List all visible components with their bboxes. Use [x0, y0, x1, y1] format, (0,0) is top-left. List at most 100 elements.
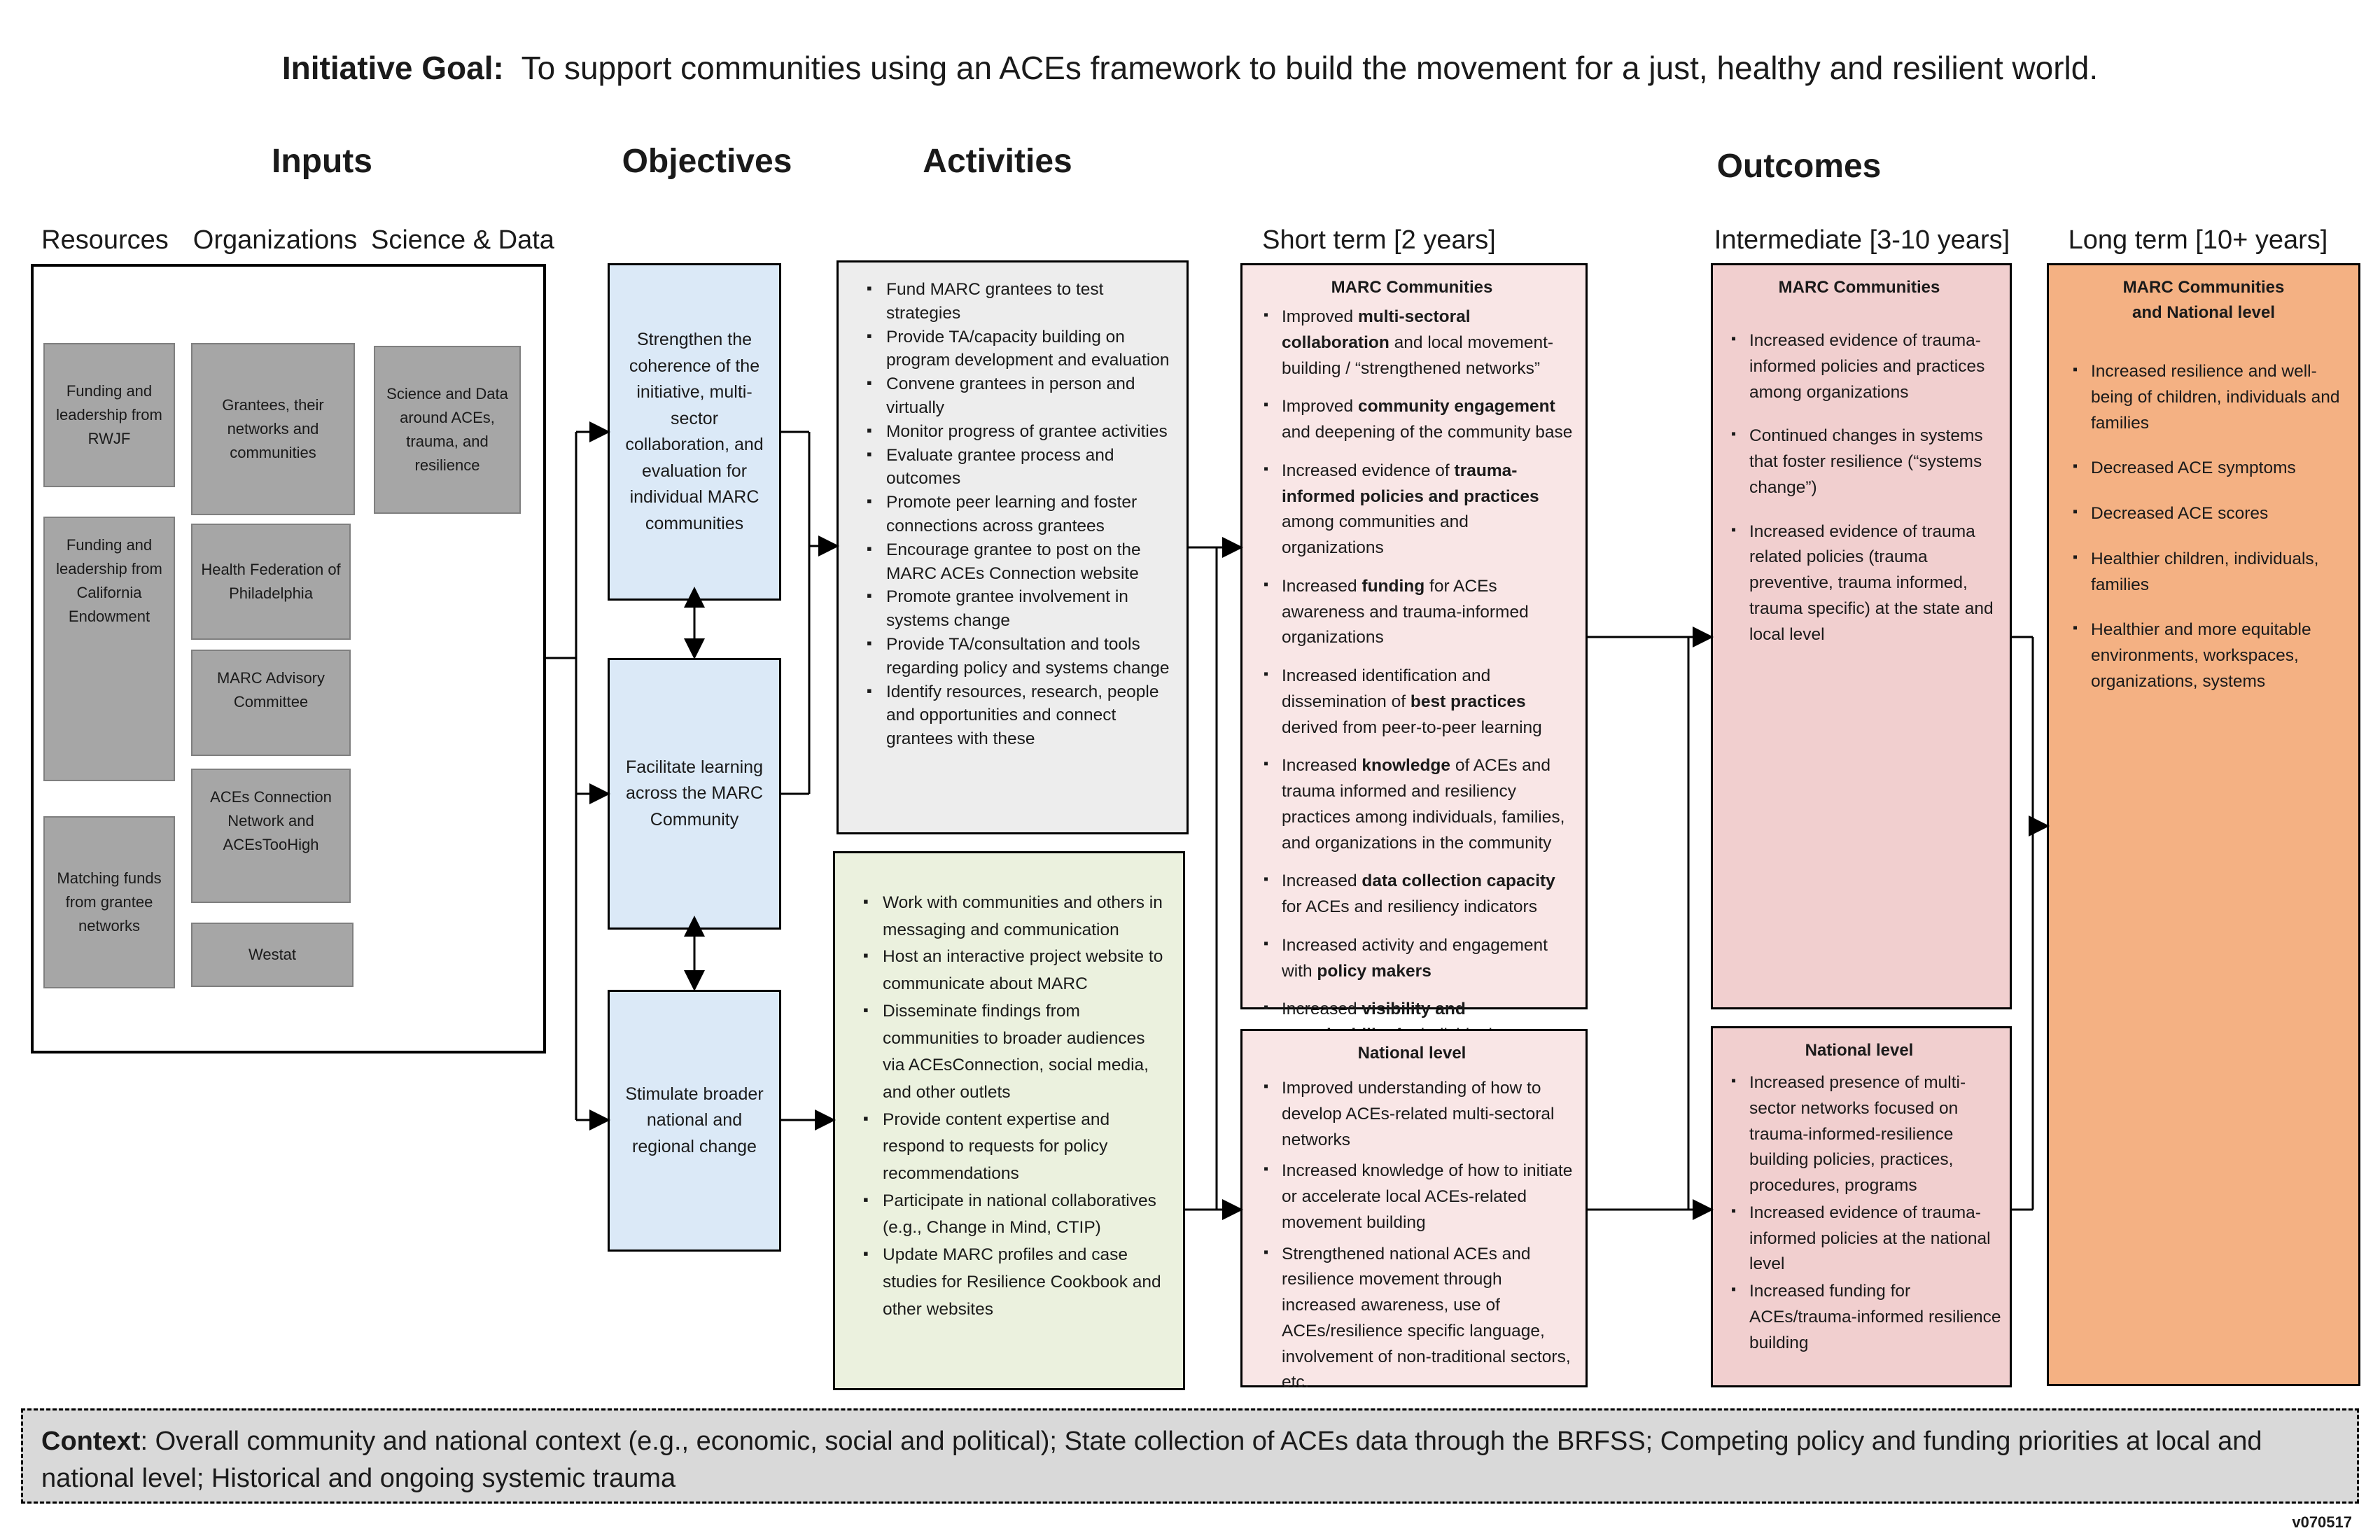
objective-facilitate-learning: Facilitate learning across the MARC Comm… — [608, 658, 781, 930]
short-term-header: Short term [2 years] — [1262, 225, 1496, 255]
bullet-icon: ▪ — [2073, 549, 2078, 565]
outcome-emphasis: community engagement — [1357, 397, 1555, 416]
intermediate-national-outcome: ▪ Increased funding for ACEs/trauma-infor… — [1717, 1279, 2001, 1356]
outcome-text: Continued changes in systems that foster… — [1749, 426, 1983, 497]
short-term-marc-outcome: ▪ Increased identification and disseminat… — [1250, 664, 1574, 741]
objectives-header: Objectives — [622, 143, 792, 180]
outcome-text: Improved — [1282, 307, 1358, 326]
input-organization: Health Federation of Philadelphia — [191, 524, 351, 640]
bullet-icon: ▪ — [1264, 1079, 1269, 1094]
activity-item: Monitor progress of grantee activities — [867, 420, 1172, 444]
outcome-text: Increased funding for ACEs/trauma-inform… — [1749, 1282, 2001, 1352]
outcome-text: Increased evidence of trauma related pol… — [1749, 522, 1994, 644]
bullet-icon: ▪ — [1264, 1244, 1269, 1260]
short-term-national-outcome: ▪ Increased knowledge of how to initiate … — [1250, 1158, 1574, 1236]
intermediate-marc-outcome: ▪ Increased evidence of trauma related po… — [1717, 519, 2001, 648]
activity-item: Convene grantees in person and virtually — [867, 372, 1172, 420]
outcome-emphasis: multi-sectoral collaboration — [1282, 307, 1471, 352]
outcome-text: and deepening of the community base — [1282, 423, 1573, 442]
outcome-text: Increased — [1282, 1000, 1362, 1019]
outcomes-header: Outcomes — [1716, 148, 1882, 185]
intermediate-national-list: ▪Increased presence of multi-sector netw… — [1717, 1070, 2001, 1356]
bullet-icon: ▪ — [1264, 666, 1269, 682]
bullet-icon: ▪ — [1731, 1282, 1737, 1297]
activity-item: Provide content expertise and respond to… — [863, 1107, 1169, 1188]
activity-item: Provide TA/consultation and tools regard… — [867, 633, 1172, 680]
organizations-header: Organizations — [192, 225, 358, 255]
outcome-emphasis: best practices — [1410, 692, 1526, 711]
outcome-text: Increased — [1282, 576, 1362, 596]
activity-item: Identify resources, research, people and… — [867, 680, 1172, 751]
outcome-text: Increased activity and engagement with — [1282, 935, 1548, 981]
bullet-icon: ▪ — [1731, 331, 1737, 346]
outcome-text: Increased knowledge of how to initiate o… — [1282, 1161, 1573, 1232]
short-term-marc-outcome: ▪Increased activity and engagement with … — [1250, 933, 1574, 985]
outcome-emphasis: policy makers — [1317, 961, 1432, 981]
long-term-outcome: ▪Decreased ACE scores — [2059, 501, 2348, 527]
activity-item: Work with communities and others in mess… — [863, 890, 1169, 944]
outcome-text: Increased evidence of — [1282, 461, 1455, 480]
initiative-goal: Initiative Goal: To support communities … — [0, 49, 2380, 87]
activity-item: Encourage grantee to post on the MARC AC… — [867, 538, 1172, 586]
outcome-text: Increased identification and disseminati… — [1282, 666, 1491, 711]
outcome-emphasis: knowledge — [1362, 756, 1451, 776]
outcome-text: of ACEs and trauma informed and resilien… — [1282, 756, 1565, 853]
objective-stimulate-change: Stimulate broader national and regional … — [608, 990, 781, 1252]
bullet-icon: ▪ — [2073, 504, 2078, 519]
short-term-marc-outcome: ▪Increased evidence of trauma-informed p… — [1250, 458, 1574, 561]
outcome-text: derived from peer-to-peer learning — [1282, 718, 1542, 737]
outcome-text: Strengthened national ACEs and resilienc… — [1282, 1244, 1571, 1392]
outcome-text: Increased — [1282, 872, 1362, 891]
outcome-text: Healthier children, individuals, familie… — [2091, 549, 2319, 594]
short-term-marc-outcome: ▪Increased funding for ACEs awareness an… — [1250, 574, 1574, 651]
long-term-outcome: ▪ Healthier children, individuals, famili… — [2059, 547, 2348, 598]
outcome-text: and local movement-building / “strengthe… — [1282, 332, 1554, 378]
long-term-list: ▪Increased resilience and well-being of … — [2059, 359, 2348, 695]
outcome-text: Decreased ACE symptoms — [2091, 458, 2296, 478]
activity-item: Promote peer learning and foster connect… — [867, 491, 1172, 538]
input-science: Science and Data around ACEs, trauma, an… — [374, 346, 521, 514]
goal-text: To support communities using an ACEs fra… — [521, 50, 2099, 86]
long-term-outcome: ▪Increased resilience and well-being of … — [2059, 359, 2348, 436]
short-term-national-panel: National level ▪ Improved understanding o… — [1240, 1029, 1588, 1392]
outcome-text: Increased evidence of trauma-informed po… — [1749, 1203, 1991, 1274]
activity-item: Fund MARC grantees to test strategies — [867, 278, 1172, 326]
outcome-text: Improved understanding of how to develop… — [1282, 1079, 1555, 1149]
bullet-icon: ▪ — [1264, 756, 1269, 772]
short-term-marc-outcome: ▪Increased data collection capacity for … — [1250, 869, 1574, 920]
outcome-text: for ACEs awareness and trauma-informed o… — [1282, 576, 1529, 648]
bullet-icon: ▪ — [2073, 620, 2078, 636]
short-term-national-outcome: ▪ Strengthened national ACEs and resilien… — [1250, 1242, 1574, 1396]
short-term-marc-outcome: ▪Improved multi-sectoral collaboration a… — [1250, 304, 1574, 382]
bullet-icon: ▪ — [1264, 872, 1269, 888]
bullet-icon: ▪ — [1731, 1073, 1737, 1088]
inputs-panel — [31, 264, 546, 1054]
intermediate-header: Intermediate [3-10 years] — [1714, 225, 2010, 255]
short-term-national-title: National level — [1357, 1044, 1466, 1063]
input-organization: Grantees, their networks and communities — [191, 343, 355, 515]
bullet-icon: ▪ — [2073, 362, 2078, 377]
activity-item: Promote grantee involvement in systems c… — [867, 585, 1172, 633]
intermediate-marc-panel: MARC Communities ▪Increased evidence of … — [1711, 263, 2012, 1009]
bullet-icon: ▪ — [1264, 1000, 1269, 1016]
input-resource: Matching funds from grantee networks — [43, 816, 175, 988]
long-term-outcome: ▪ Healthier and more equitable environmen… — [2059, 617, 2348, 694]
bullet-icon: ▪ — [1731, 522, 1737, 538]
short-term-national-outcome: ▪ Improved understanding of how to develo… — [1250, 1076, 1574, 1153]
intermediate-national-outcome: ▪Increased presence of multi-sector netw… — [1717, 1070, 2001, 1199]
bullet-icon: ▪ — [1264, 1161, 1269, 1177]
outcome-text: Increased — [1282, 756, 1362, 776]
input-resource: Funding and leadership from California E… — [43, 517, 175, 781]
outcome-text: Healthier and more equitable environment… — [2091, 620, 2311, 691]
short-term-marc-outcome: ▪ Increased knowledge of ACEs and trauma … — [1250, 753, 1574, 856]
intermediate-marc-outcome: ▪Increased evidence of trauma-informed p… — [1717, 328, 2001, 405]
intermediate-marc-outcome: ▪Continued changes in systems that foste… — [1717, 424, 2001, 500]
activity-item: Provide TA/capacity building on program … — [867, 326, 1172, 373]
activities-bottom-panel: Work with communities and others in mess… — [833, 851, 1185, 1390]
resources-header: Resources — [41, 225, 169, 255]
short-term-marc-outcome: ▪Improved community engagement and deepe… — [1250, 394, 1574, 446]
activity-item: Participate in national collaboratives (… — [863, 1188, 1169, 1242]
outcome-emphasis: trauma-informed policies and practices — [1282, 461, 1539, 506]
intermediate-marc-list: ▪Increased evidence of trauma-informed p… — [1717, 328, 2001, 648]
